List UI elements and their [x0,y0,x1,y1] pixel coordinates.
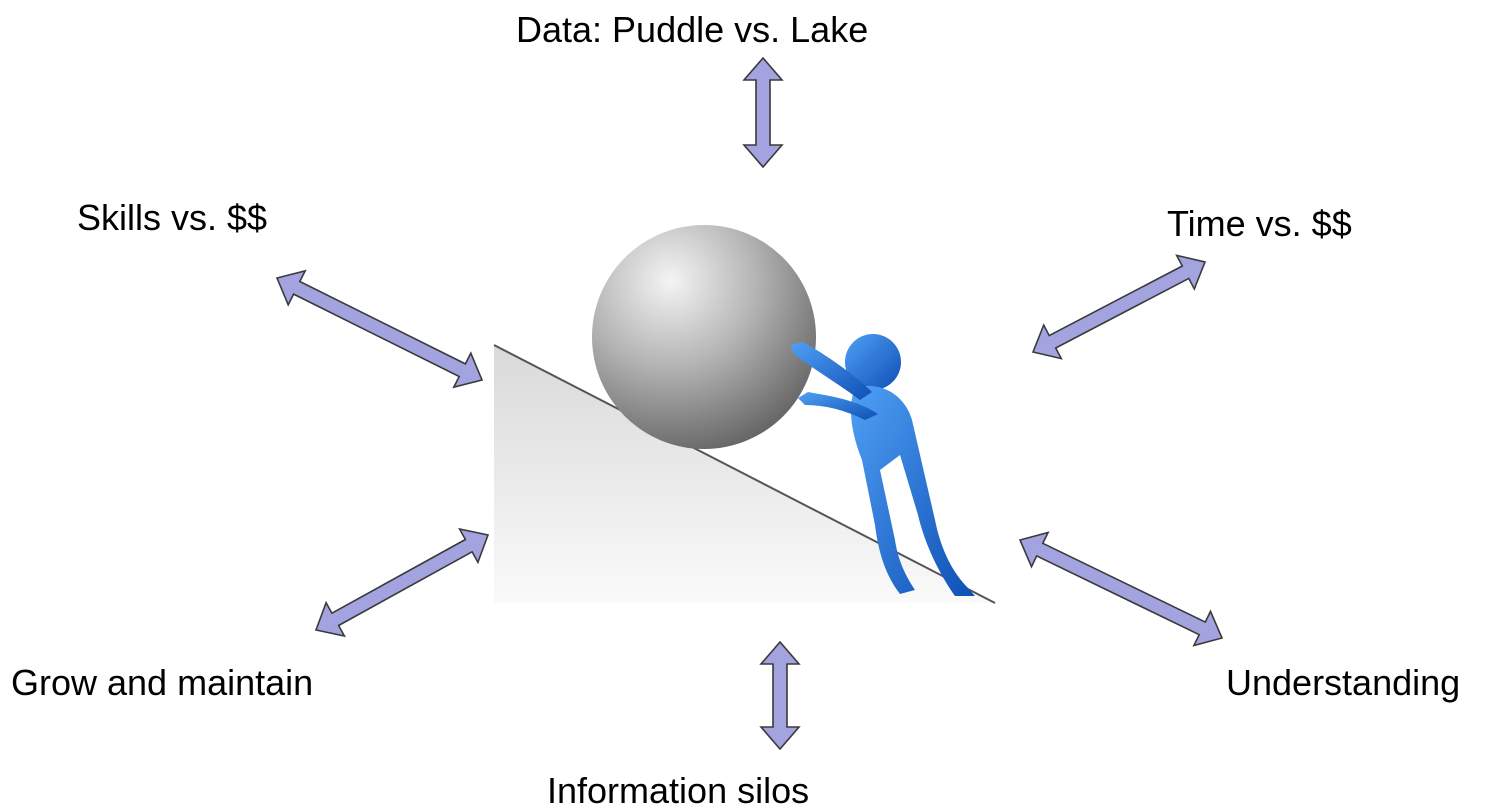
label-time-vs-money: Time vs. $$ [1167,203,1352,244]
boulder-illustration [493,225,996,604]
arrow-bottom [759,640,801,751]
label-understanding: Understanding [1226,662,1461,703]
label-information-silos: Information silos [547,770,810,811]
arrow-bottom-left [314,527,490,638]
label-data-puddle-vs-lake: Data: Puddle vs. Lake [516,9,869,50]
blue-figure [790,334,975,596]
arrows [275,56,1224,751]
arrow-top [742,56,784,169]
slope-edge [493,344,996,604]
arrow-top-left [275,269,484,389]
boulder [592,225,816,449]
arrow-top-right [1031,254,1207,360]
label-grow-and-maintain: Grow and maintain [11,662,314,703]
arrow-bottom-right [1018,531,1224,647]
label-skills-vs-money: Skills vs. $$ [77,197,268,238]
